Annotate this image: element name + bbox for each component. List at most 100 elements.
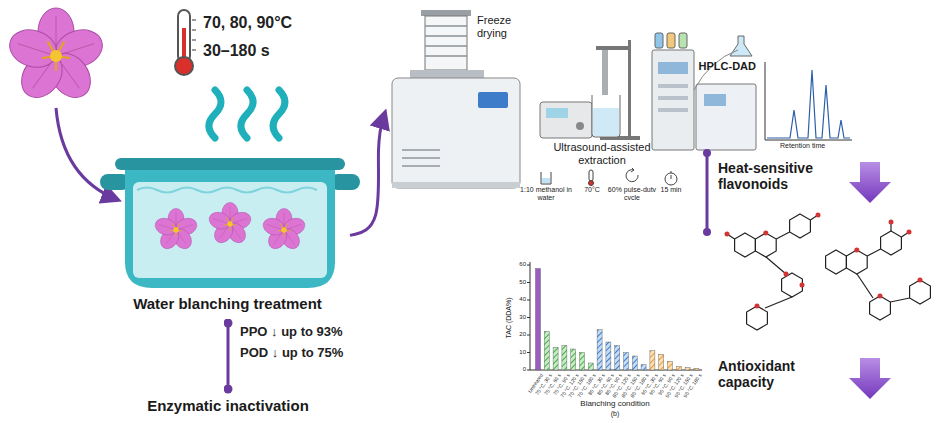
blanching-pot	[153, 208, 199, 252]
freeze-dryer	[425, 25, 467, 27]
condition-value: 70, 80, 90°C	[203, 14, 292, 32]
ultrasound-device	[540, 40, 640, 140]
outcome-title: Antioxidant capacity	[718, 358, 828, 390]
hplc-instrument	[652, 50, 694, 150]
freeze-dryer	[425, 35, 467, 37]
tick-mark	[527, 265, 530, 266]
tick-label: 10	[500, 349, 526, 356]
freeze-dryer	[402, 157, 440, 159]
ultrasound-device	[628, 40, 631, 138]
flavonoid-structures	[782, 273, 803, 297]
ultrasound-device	[592, 95, 620, 137]
tick-mark	[527, 335, 530, 336]
result-connector	[703, 149, 711, 236]
oxygen-atoms	[800, 283, 805, 288]
bar	[606, 342, 611, 370]
tick-label: 60	[500, 261, 526, 268]
result-connector	[703, 228, 711, 236]
freeze-dryer	[421, 10, 471, 16]
flavonoid-structures	[881, 231, 902, 255]
oxygen-atoms	[889, 220, 894, 225]
freeze-dryer	[478, 92, 508, 108]
flavonoid-structures	[890, 298, 909, 302]
flavonoid-structures	[747, 306, 768, 330]
blanching-pot	[125, 166, 335, 288]
flavonoid-structures	[776, 232, 789, 239]
extraction-icons	[542, 178, 550, 183]
decrease-arrow	[849, 358, 891, 399]
blanching-pot	[100, 158, 360, 288]
bar-chart-bars	[536, 269, 699, 371]
bar	[544, 332, 549, 371]
flavonoid-structures	[870, 296, 891, 320]
process-step: HPLC-DAD	[650, 30, 758, 150]
bar	[659, 354, 664, 370]
freeze-dryer	[392, 78, 520, 188]
freeze-dryer	[402, 165, 440, 167]
freeze-dryer	[410, 70, 484, 78]
thermometer-icon	[175, 10, 196, 75]
tick-label: 50	[500, 279, 526, 286]
freeze-dryer	[425, 45, 467, 47]
extraction-parameter: 1:10 methanol in water	[515, 186, 577, 202]
hplc-instrument	[658, 108, 688, 112]
hplc-instrument	[667, 33, 675, 48]
bar	[632, 356, 637, 370]
flavonoid-structures	[826, 250, 847, 274]
flavonoid-structures	[735, 233, 756, 257]
blanching-pot	[115, 158, 345, 170]
flow-arrow	[350, 113, 385, 236]
bar	[685, 367, 690, 370]
flavonoid-structures	[755, 233, 776, 257]
decrease-arrow	[849, 162, 891, 399]
flower-illustration	[5, 8, 118, 200]
ultrasound-device	[596, 46, 630, 50]
result-connector	[703, 149, 711, 157]
blanching-pot	[133, 182, 327, 278]
extraction-icons	[665, 173, 677, 185]
freeze-dryer	[392, 182, 520, 188]
process-step: Water blanching treatment	[105, 140, 350, 320]
flavonoid-structures	[790, 214, 811, 238]
chromatogram	[765, 62, 852, 140]
axis-title: TAC (DDA%)	[505, 297, 513, 338]
bar	[624, 353, 629, 371]
oxygen-atoms	[725, 232, 730, 237]
freeze-dryer	[402, 149, 440, 151]
oxygen-atoms	[907, 230, 912, 235]
extraction-parameter: 60% pulse-dutv cvcle	[606, 186, 658, 202]
ultrasound-device	[593, 108, 619, 136]
hplc-instrument	[679, 33, 687, 48]
thermometer-icon	[192, 20, 196, 50]
step-title: Water blanching treatment	[133, 295, 322, 312]
oxygen-atoms	[784, 272, 789, 277]
bar	[668, 361, 673, 370]
extraction-icons	[541, 168, 677, 186]
outcome-label: Heat-sensitive flavonoids	[718, 160, 848, 196]
oxygen-atoms	[854, 248, 859, 253]
ultrasound-device	[546, 108, 568, 118]
bar	[580, 353, 585, 371]
enzyme-result: POD ↓ up to 75%	[240, 346, 343, 361]
blanching-pot	[261, 208, 307, 252]
hplc-instrument	[655, 33, 663, 48]
bar	[694, 368, 699, 370]
outcome-title: Enzymatic inactivation	[147, 397, 309, 414]
axis-title: Retention time	[780, 142, 825, 150]
thermometer-icon	[192, 49, 196, 50]
tick-mark	[527, 352, 530, 353]
extraction-icons	[631, 168, 634, 172]
extraction-icons	[671, 175, 672, 179]
extraction-parameter: 15 min	[656, 186, 686, 194]
hplc-instrument	[658, 62, 688, 74]
bar	[597, 330, 602, 370]
blanching-pot	[137, 188, 317, 193]
tick-mark	[527, 370, 530, 371]
steam-lines	[209, 90, 221, 138]
bar-chart-axes	[527, 265, 530, 370]
flavonoid-structures	[766, 257, 786, 274]
bar	[615, 346, 620, 371]
